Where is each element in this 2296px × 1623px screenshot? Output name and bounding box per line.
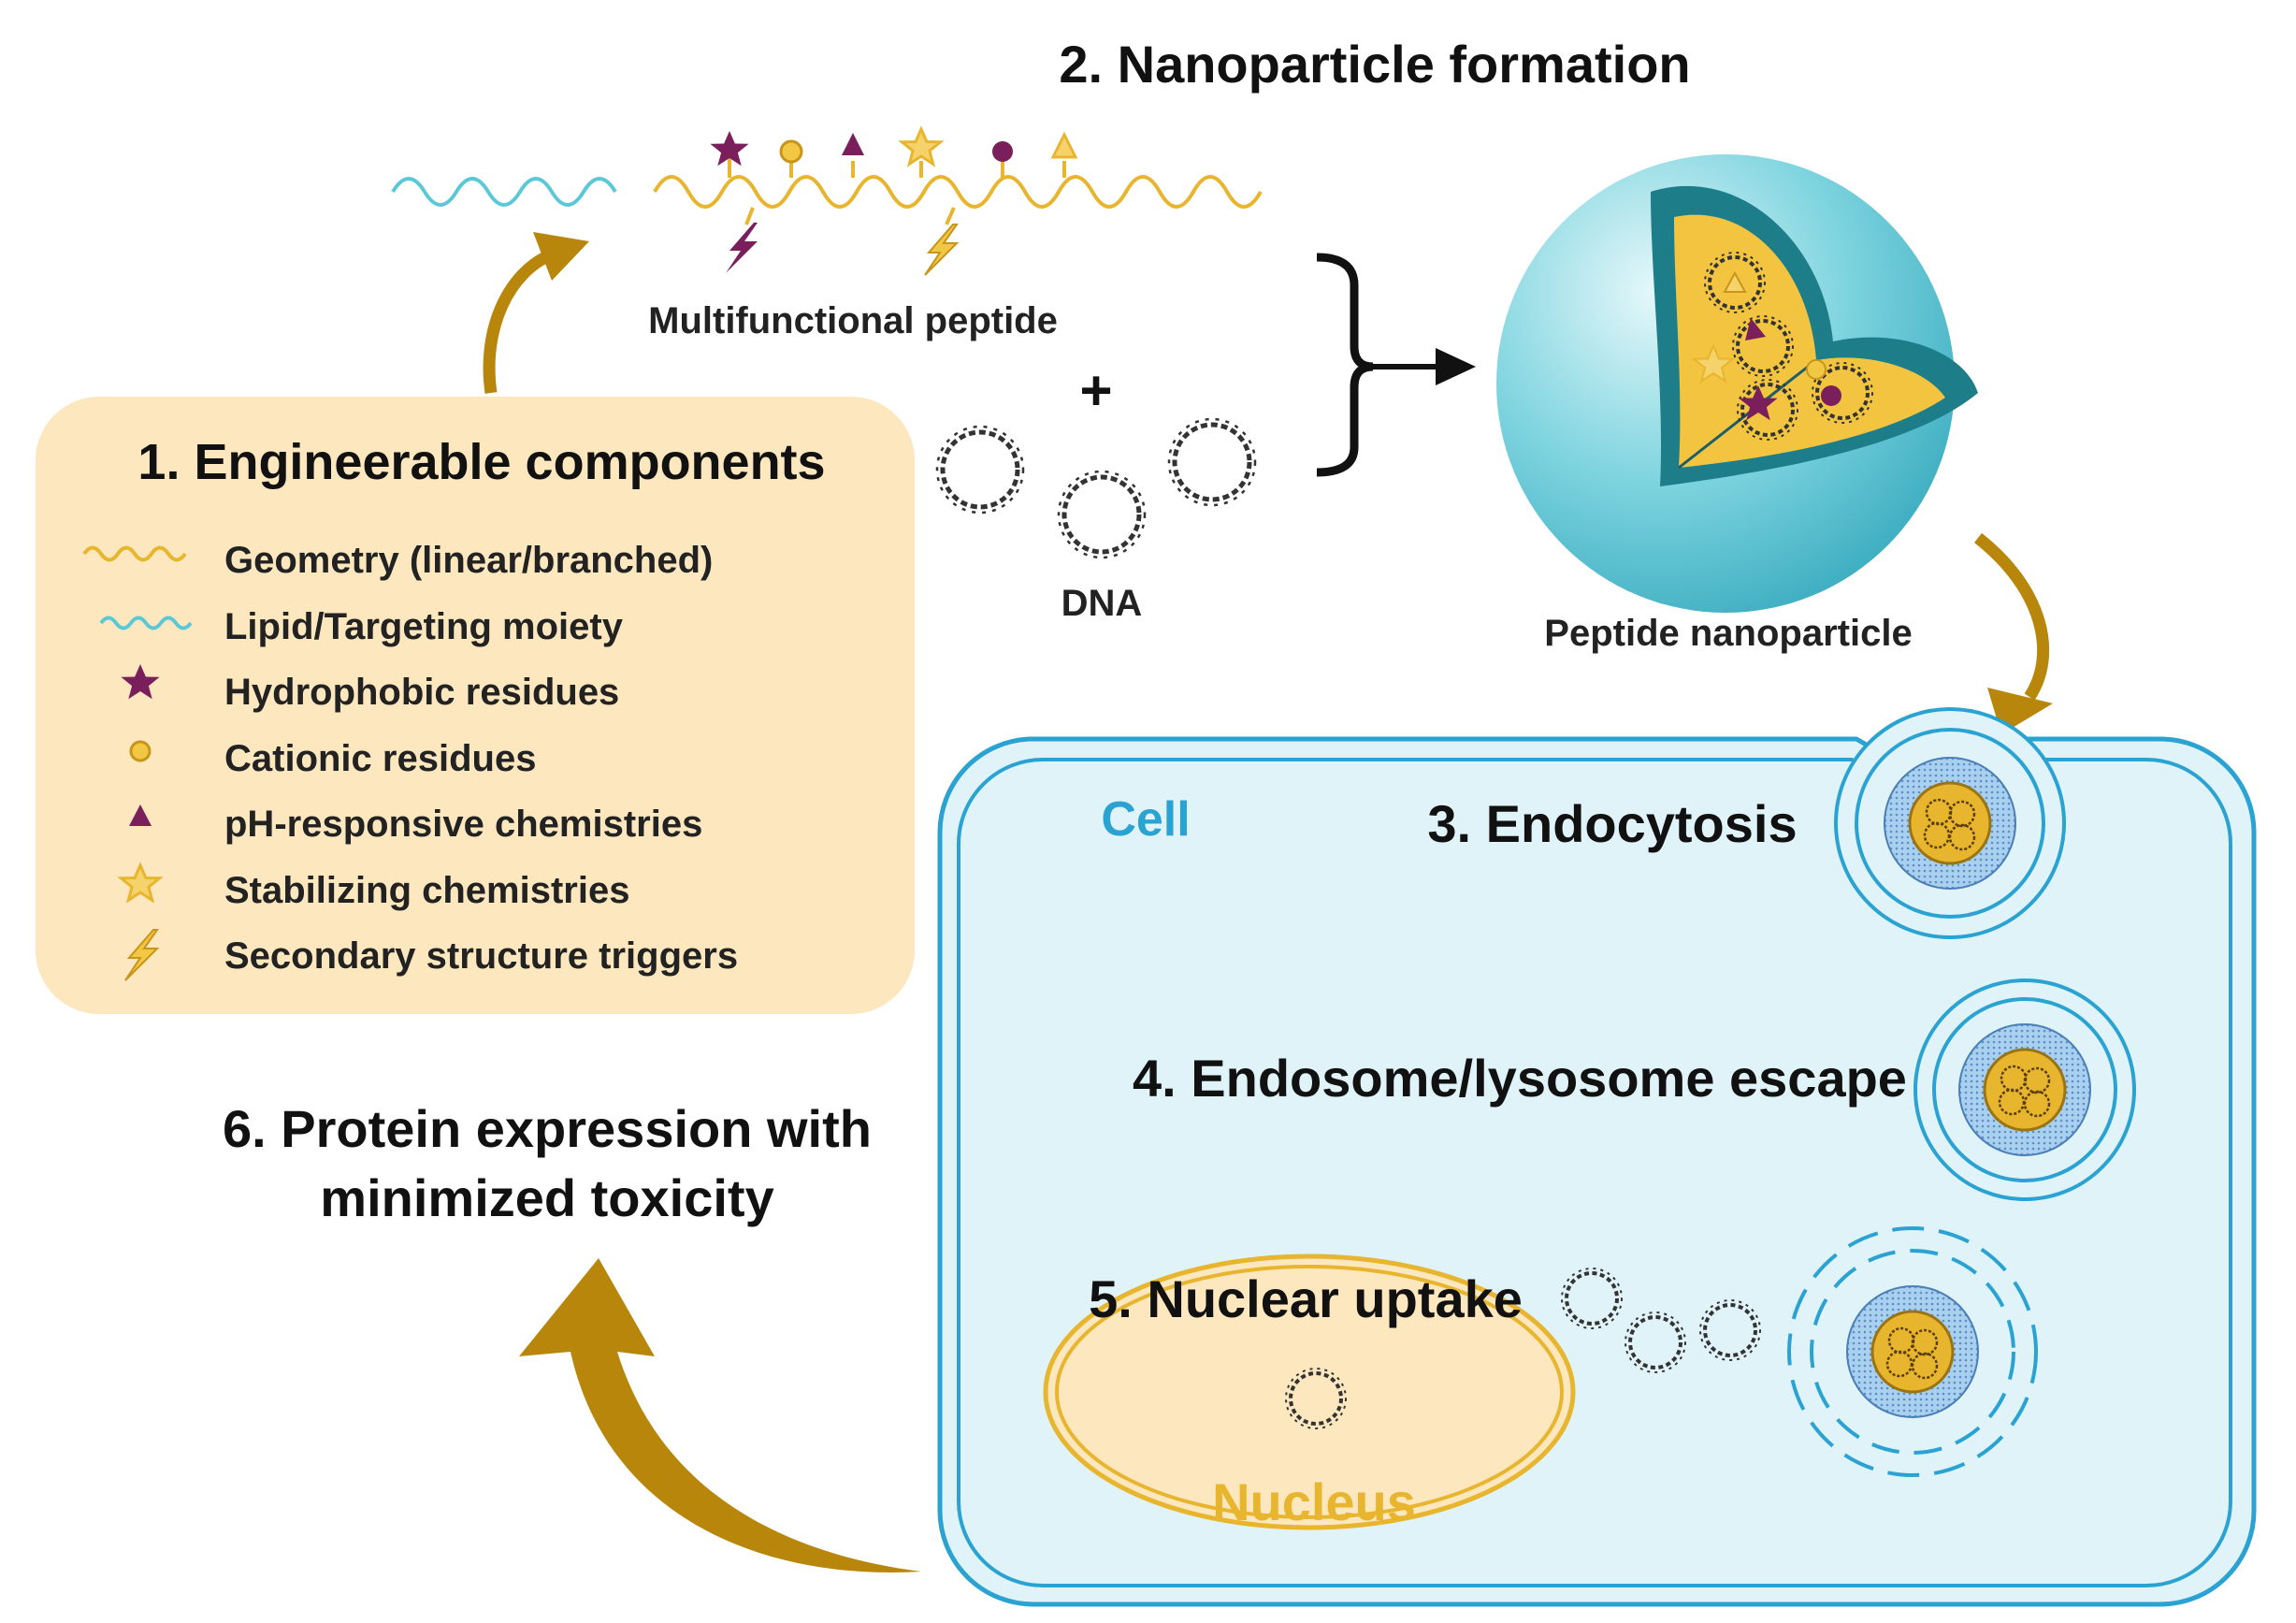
formation-title: 2. Nanoparticle formation bbox=[1059, 35, 1690, 94]
dna-plasmid bbox=[1059, 471, 1145, 558]
secondary-trigger bbox=[726, 223, 758, 273]
nanoparticle-endosome bbox=[1957, 1022, 2092, 1157]
ph-responsive-residue bbox=[842, 133, 864, 155]
dna-plasmid bbox=[1169, 419, 1255, 505]
components-title: 1. Engineerable components bbox=[137, 434, 825, 490]
arrow-components-to-peptide bbox=[483, 248, 555, 394]
step-expression-line2: minimized toxicity bbox=[320, 1168, 773, 1227]
nanoparticle-escaping bbox=[1845, 1284, 1980, 1419]
triangle-icon bbox=[129, 804, 152, 826]
step-endocytosis: 3. Endocytosis bbox=[1427, 794, 1797, 853]
secondary-trigger bbox=[924, 224, 958, 276]
plus-sign: + bbox=[1079, 359, 1112, 422]
legend-label: Cationic residues bbox=[224, 738, 536, 779]
components-panel bbox=[36, 397, 915, 1014]
combine-arrow-head bbox=[1436, 348, 1476, 385]
circle-icon bbox=[129, 740, 152, 762]
step-expression-line1: 6. Protein expression with bbox=[223, 1099, 872, 1158]
orange-wave-icon bbox=[82, 545, 187, 562]
legend-label: Secondary structure triggers bbox=[224, 935, 738, 977]
step-escape: 4. Endosome/lysosome escape bbox=[1133, 1049, 1907, 1108]
ph-responsive-residue-gold bbox=[1050, 131, 1078, 159]
nanoparticle-label: Peptide nanoparticle bbox=[1544, 613, 1912, 654]
cell-label: Cell bbox=[1101, 792, 1190, 847]
legend-label: Lipid/Targeting moiety bbox=[224, 606, 624, 647]
step-nuclear-uptake: 5. Nuclear uptake bbox=[1089, 1269, 1523, 1328]
peptide-backbone bbox=[653, 175, 1263, 209]
legend-label: pH-responsive chemistries bbox=[224, 804, 702, 845]
stabilizing-residue bbox=[900, 127, 943, 166]
cationic-residue bbox=[779, 139, 803, 164]
combine-bracket bbox=[1316, 253, 1374, 477]
arrow-to-expression bbox=[519, 1258, 921, 1572]
peptide-nanoparticle bbox=[1496, 154, 1978, 613]
nucleus-label: Nucleus bbox=[1212, 1472, 1416, 1531]
dna-label: DNA bbox=[1061, 583, 1143, 624]
legend-label: Hydrophobic residues bbox=[224, 672, 619, 713]
cyan-wave-icon bbox=[99, 616, 193, 630]
dna-plasmid bbox=[937, 427, 1023, 513]
legend-label: Stabilizing chemistries bbox=[224, 870, 629, 911]
nucleus bbox=[1043, 1253, 1576, 1530]
peptide-label: Multifunctional peptide bbox=[648, 300, 1058, 341]
lipid-tail bbox=[391, 177, 617, 207]
arrow-to-cell bbox=[1973, 532, 2050, 701]
cationic-residue-purple bbox=[992, 141, 1013, 162]
legend-label: Geometry (linear/branched) bbox=[224, 540, 713, 581]
nanoparticle-endocytosis bbox=[1883, 756, 2017, 891]
